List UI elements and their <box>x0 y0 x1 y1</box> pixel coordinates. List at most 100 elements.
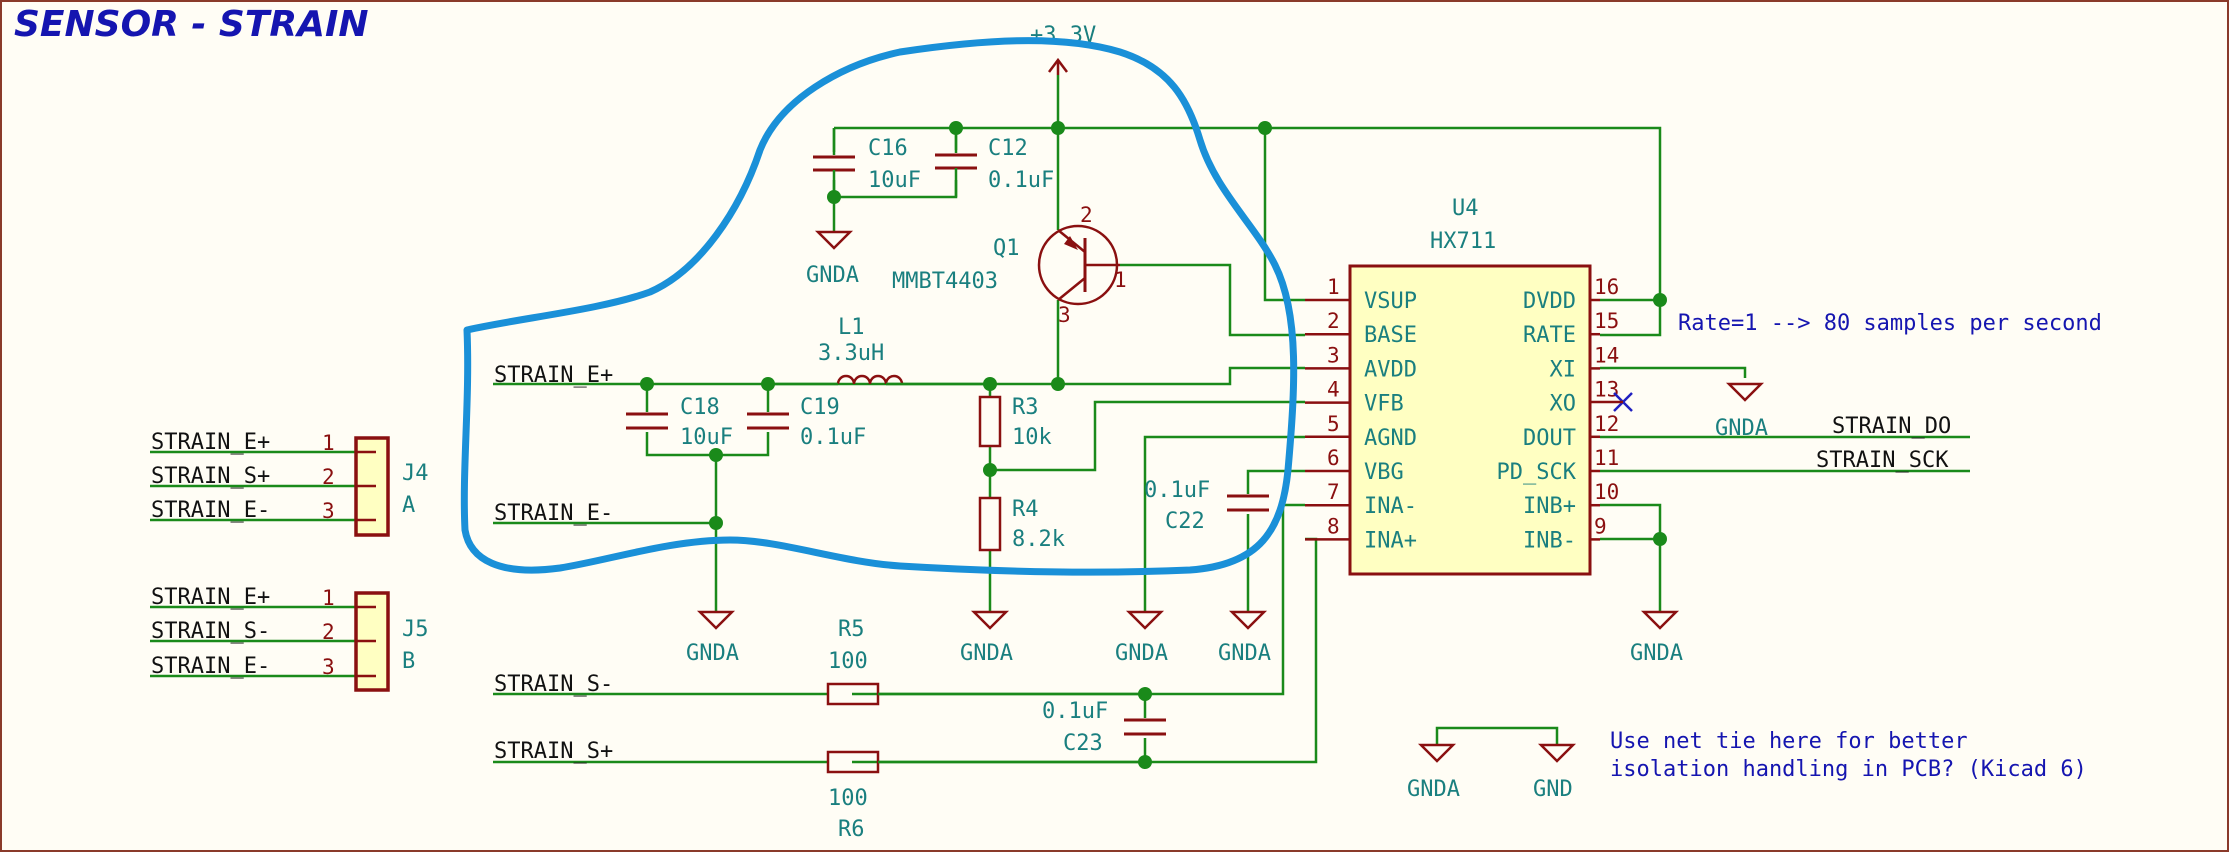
c12-ref: C12 <box>988 136 1028 161</box>
ic-pin-16-name: DVDD <box>1523 289 1576 314</box>
j5-value: B <box>402 649 415 674</box>
net-labels: STRAIN_E+ STRAIN_E- STRAIN_S- STRAIN_S+ … <box>494 363 1951 764</box>
j4-net-1: STRAIN_E+ <box>151 430 270 455</box>
c16-value: 10uF <box>868 168 921 193</box>
ic-pin-6-number: 6 <box>1327 446 1340 470</box>
ic-pin-10-number: 10 <box>1594 480 1619 504</box>
ic-pin-2-number: 2 <box>1327 309 1340 333</box>
ic-pin-3-name: AVDD <box>1364 357 1417 382</box>
j5-pin-1: 1 <box>322 586 335 610</box>
c19-ref: C19 <box>800 395 840 420</box>
r5-ref: R5 <box>838 617 865 642</box>
gnda-label-r4: GNDA <box>960 641 1013 666</box>
j5-net-1: STRAIN_E+ <box>151 585 270 610</box>
gnda-label-c22: GNDA <box>1218 641 1271 666</box>
gnda-symbols: GNDA GNDA GNDA GNDA GNDA GNDA GNDA GNDA … <box>686 230 1768 802</box>
ic-pin-1-name: VSUP <box>1364 289 1417 314</box>
j5-net-2: STRAIN_S- <box>151 619 270 644</box>
ic-pin-8-number: 8 <box>1327 514 1340 538</box>
ic-pin-5-number: 5 <box>1327 412 1340 436</box>
ic-pin-9-name: INB- <box>1523 528 1576 553</box>
u4-value: HX711 <box>1430 229 1496 254</box>
ic-pin-4-number: 4 <box>1327 378 1340 402</box>
resistor-r4: R4 8.2k <box>978 496 1065 552</box>
ic-pin-14-number: 14 <box>1594 343 1619 367</box>
ic-pin-3-number: 3 <box>1327 343 1340 367</box>
gnda-label-xi: GNDA <box>1715 416 1768 441</box>
gnda-label-tie: GNDA <box>1407 777 1460 802</box>
gnda-label-agnd: GNDA <box>1115 641 1168 666</box>
ic-pin-15-name: RATE <box>1523 323 1576 348</box>
capacitor-c19: C19 0.1uF <box>747 395 866 450</box>
capacitor-c12: C12 0.1uF <box>935 128 1054 197</box>
l1-ref: L1 <box>838 315 865 340</box>
capacitor-c18: C18 10uF <box>626 395 733 450</box>
r4-value: 8.2k <box>1012 527 1065 552</box>
j5-net-3: STRAIN_E- <box>151 654 270 679</box>
ic-pin-11-number: 11 <box>1594 446 1619 470</box>
capacitor-c16: C16 10uF <box>813 128 921 197</box>
ic-pin-14-name: XI <box>1550 357 1577 382</box>
q1-pin-b: 1 <box>1114 268 1127 292</box>
inductor-l1: L1 3.3uH <box>768 315 990 386</box>
j4-ref: J4 <box>402 461 429 486</box>
c23-ref: C23 <box>1063 731 1103 756</box>
r3-value: 10k <box>1012 425 1052 450</box>
u4-ref: U4 <box>1452 196 1479 221</box>
connector-j4: 1 2 3 STRAIN_E+ STRAIN_S+ STRAIN_E- J4 A <box>151 430 429 537</box>
ic-pin-6-name: VBG <box>1364 460 1404 485</box>
r6-value: 100 <box>828 786 868 811</box>
j4-net-3: STRAIN_E- <box>151 498 270 523</box>
power-3v3-symbol: +3.3V <box>1030 23 1096 75</box>
r3-ref: R3 <box>1012 395 1039 420</box>
c19-value: 0.1uF <box>800 425 866 450</box>
gnda-label-c16: GNDA <box>806 263 859 288</box>
ic-pin-11-name: PD_SCK <box>1497 460 1577 485</box>
c18-ref: C18 <box>680 395 720 420</box>
net-label-strain-sck: STRAIN_SCK <box>1816 448 1949 473</box>
c16-ref: C16 <box>868 136 908 161</box>
c22-ref: C22 <box>1165 509 1205 534</box>
highlight-annotation <box>460 37 1298 576</box>
connector-j5: 1 2 3 STRAIN_E+ STRAIN_S- STRAIN_E- J5 B <box>151 585 429 692</box>
gnd-label-tie: GND <box>1533 777 1573 802</box>
j4-pin-1: 1 <box>322 431 335 455</box>
j5-pin-3: 3 <box>322 655 335 679</box>
ic-pin-13-name: XO <box>1550 392 1577 417</box>
ic-pin-5-name: AGND <box>1364 426 1417 451</box>
ic-pin-8-name: INA+ <box>1364 528 1417 553</box>
ic-pin-12-name: DOUT <box>1523 426 1576 451</box>
resistor-r5: R5 100 <box>826 617 1145 706</box>
transistor-q1: 2 1 3 Q1 MMBT4403 <box>892 203 1127 327</box>
resistor-r3: R3 10k <box>978 395 1052 450</box>
j4-net-2: STRAIN_S+ <box>151 464 270 489</box>
q1-value: MMBT4403 <box>892 269 998 294</box>
ic-pin-7-name: INA- <box>1364 494 1417 519</box>
ic-pin-10-name: INB+ <box>1523 494 1576 519</box>
j5-ref: J5 <box>402 617 429 642</box>
q1-ref: Q1 <box>993 236 1020 261</box>
ic-pin-7-number: 7 <box>1327 480 1340 504</box>
j4-value: A <box>402 493 415 518</box>
note-net-tie-line2: isolation handling in PCB? (Kicad 6) <box>1610 757 2087 782</box>
ic-pin-13-number: 13 <box>1594 378 1619 402</box>
resistor-r6: 100 R6 <box>826 750 1145 842</box>
ic-u4-hx711: U4 HX711 1VSUP2BASE3AVDD4VFB5AGND6VBG7IN… <box>1305 196 1633 576</box>
note-net-tie-line1: Use net tie here for better <box>1610 729 1968 754</box>
ic-pin-15-number: 15 <box>1594 309 1619 333</box>
c23-value: 0.1uF <box>1042 699 1108 724</box>
ic-pin-16-number: 16 <box>1594 275 1619 299</box>
j4-pin-3: 3 <box>322 499 335 523</box>
r5-value: 100 <box>828 649 868 674</box>
j5-pin-2: 2 <box>322 620 335 644</box>
ic-pins: 1VSUP2BASE3AVDD4VFB5AGND6VBG7INA-8INA+16… <box>1305 275 1619 553</box>
gnda-label-inb: GNDA <box>1630 641 1683 666</box>
note-rate: Rate=1 --> 80 samples per second <box>1678 311 2102 336</box>
q1-pin-e: 2 <box>1080 203 1093 227</box>
ic-pin-12-number: 12 <box>1594 412 1619 436</box>
c12-value: 0.1uF <box>988 168 1054 193</box>
c22-value: 0.1uF <box>1144 478 1210 503</box>
capacitor-c22: 0.1uF C22 <box>1144 478 1269 534</box>
